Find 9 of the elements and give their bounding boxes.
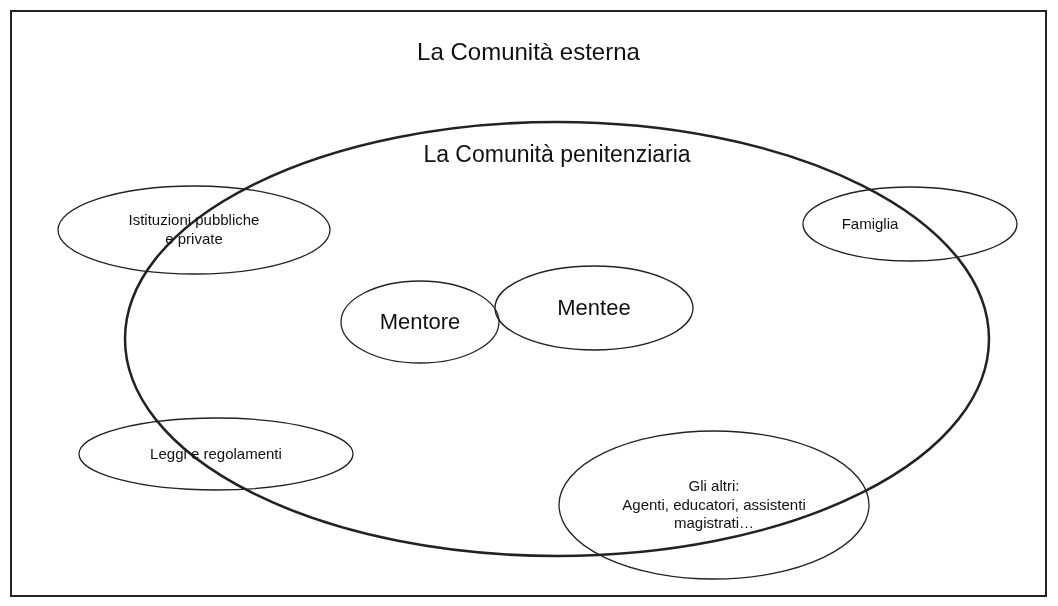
area-label: La Comunità esterna <box>416 37 641 67</box>
area-label: Mentee <box>556 294 632 322</box>
area-label: Agenti, educatori, assistenti magistrati… <box>621 495 807 534</box>
area-label: Mentore <box>378 308 462 336</box>
area-label: Istituzioni pubbliche e private <box>127 211 261 249</box>
area-label: Famiglia <box>840 214 900 234</box>
area-label: La Comunità penitenziaria <box>422 139 692 169</box>
group-heading: Gli altri: <box>687 476 741 496</box>
frame-box <box>10 10 1047 597</box>
